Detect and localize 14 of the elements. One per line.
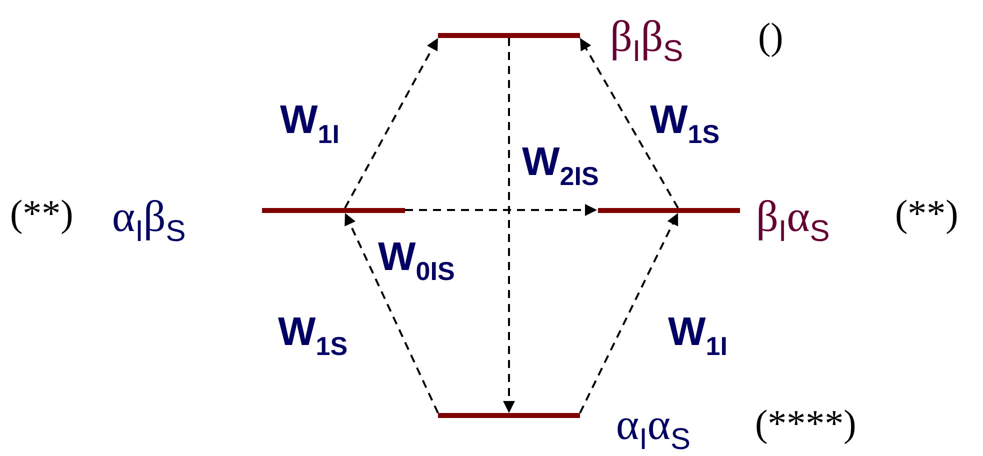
- population-label: (): [758, 15, 784, 59]
- spin-state-label: α$_{I}$α$_{S}$: [616, 400, 690, 450]
- arrow: [405, 204, 597, 216]
- population-label: (**): [10, 192, 74, 236]
- spin-state-label: α$_{I}$β$_{S}$: [112, 192, 186, 242]
- spin-state-label: β$_{I}$β$_{S}$: [610, 12, 684, 62]
- arrow: [344, 38, 439, 208]
- population-label: (**): [895, 192, 958, 236]
- arrow: [579, 212, 679, 414]
- spin-state-label: β$_{I}$α$_{S}$: [756, 192, 830, 242]
- arrow: [344, 212, 439, 414]
- arrow: [503, 38, 515, 413]
- population-label: (****): [755, 402, 856, 446]
- arrow: [579, 38, 679, 208]
